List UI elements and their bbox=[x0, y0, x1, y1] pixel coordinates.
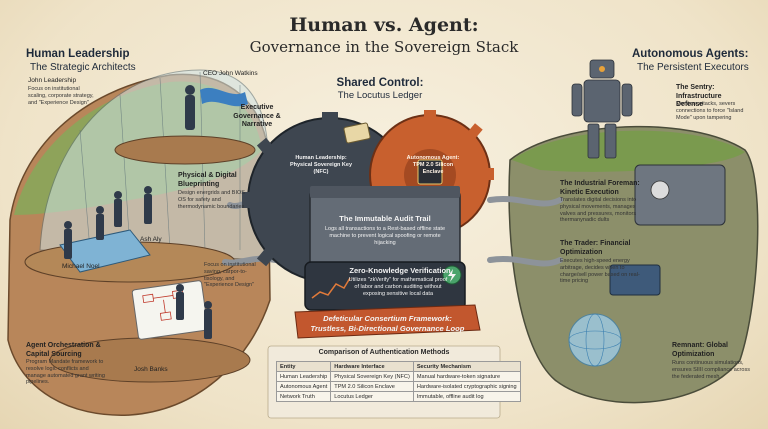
narrative-ribbon bbox=[200, 87, 248, 107]
shared-control-subheading: The Locutus Ledger bbox=[337, 90, 423, 101]
trader-title: The Trader: Financial Optimization bbox=[560, 240, 631, 256]
agent-key-label: Autonomous Agent: TPM 2.0 Silicon Enclav… bbox=[406, 155, 460, 175]
table-cell: Physical Sovereign Key (NFC) bbox=[330, 371, 414, 382]
people bbox=[64, 85, 212, 339]
ash-aly-label: Ash Aly bbox=[140, 236, 162, 243]
executive-governance-label: Executive Governance & Narrative bbox=[233, 104, 281, 128]
banner-line-2: Trustless, Bi-Directional Governance Loo… bbox=[310, 324, 465, 333]
trader-desc: Executes high-speed energy arbitrage, de… bbox=[560, 258, 640, 285]
ceo-label: CEO John Watkins bbox=[203, 70, 258, 77]
platform-top bbox=[114, 135, 256, 165]
autonomous-agents-subheading: The Persistent Executors bbox=[637, 62, 749, 73]
remnant-desc: Runs continuous simulations, ensures SII… bbox=[672, 360, 750, 380]
table-header: Entity bbox=[275, 361, 332, 372]
table-header-row: Entity Hardware Interface Security Mecha… bbox=[275, 361, 521, 372]
table-header: Hardware Interface bbox=[330, 361, 414, 372]
table-caption: Comparison of Authentication Methods bbox=[318, 349, 450, 356]
sentry-title: The Sentry: Infrastructure Defense bbox=[676, 84, 722, 108]
diagram-board bbox=[131, 280, 209, 340]
table-row: Autonomous Agent TPM 2.0 Silicon Enclave… bbox=[275, 381, 521, 392]
robot bbox=[571, 59, 633, 159]
table-cell: Autonomous Agent bbox=[275, 381, 332, 392]
main-subtitle: Governance in the Sovereign Stack bbox=[249, 38, 519, 56]
focus-desc: Focus on institutional saving, carpor-to… bbox=[204, 262, 256, 289]
human-key-label: Human Leadership: Physical Sovereign Key… bbox=[289, 155, 353, 175]
holo-table bbox=[59, 229, 151, 273]
foreman-desc: Translates digital decisions into physic… bbox=[560, 197, 637, 224]
right-island-top bbox=[512, 130, 745, 172]
blueprint-desc: Design energrids and BIOS OS for safety … bbox=[178, 190, 245, 210]
foreman-title: The Industrial Foreman: Kinetic Executio… bbox=[560, 180, 640, 196]
josh-banks-label: Josh Banks bbox=[134, 366, 168, 373]
human-leadership-heading: Human Leadership bbox=[26, 48, 130, 60]
audit-trail-title: The Immutable Audit Trail bbox=[339, 214, 431, 223]
gear-right-teeth bbox=[424, 110, 494, 180]
banner-line-1: Defeticular Consertium Framework: bbox=[323, 314, 452, 323]
table-header: Security Mechanism bbox=[412, 361, 521, 372]
holo-globe bbox=[568, 313, 622, 367]
table-cell: TPM 2.0 Silicon Enclave bbox=[330, 381, 414, 392]
industrial-machine bbox=[634, 164, 726, 226]
framework-banner bbox=[294, 304, 481, 339]
table-cell: Manual hardware-token signature bbox=[412, 371, 521, 382]
remnant-title: Remnant: Global Optimization bbox=[672, 342, 729, 358]
table-cell: Network Truth bbox=[275, 391, 332, 402]
orchestration-desc: Program Mandate framework to resolve log… bbox=[26, 359, 105, 386]
table-row: Human Leadership Physical Sovereign Key … bbox=[275, 371, 521, 382]
shared-control-heading: Shared Control: bbox=[336, 77, 424, 89]
michael-noel-label: Michael Noel bbox=[62, 263, 100, 270]
board-sketch bbox=[142, 289, 184, 321]
human-leadership-subheading: The Strategic Architects bbox=[30, 62, 136, 73]
john-leadership-name: John Leadership bbox=[28, 77, 77, 84]
main-title: Human vs. Agent: bbox=[289, 14, 479, 36]
tpm-chip bbox=[417, 159, 443, 185]
john-leadership-desc: Focus on institutional scaling, corporat… bbox=[28, 86, 94, 106]
zk-chart-line bbox=[311, 277, 351, 299]
table-cell: Immutable, offline audit log bbox=[412, 391, 521, 402]
server-chip bbox=[609, 264, 661, 296]
sentry-desc: Monitors ettacks, severs connections to … bbox=[676, 101, 744, 121]
orchestration-label: Agent Orchestration & Capital Sourcing bbox=[26, 342, 101, 358]
blueprint-label: Physical & Digital Blueprinting bbox=[178, 172, 237, 188]
autonomous-agents-heading: Autonomous Agents: bbox=[632, 48, 749, 60]
zk-desc: Utilizes "zkVerify" for mathematical pro… bbox=[348, 277, 448, 297]
zk-title: Zero-Knowledge Verification bbox=[349, 266, 451, 275]
machine-gauge bbox=[650, 180, 670, 200]
audit-trail-desc: Logs all transactions to a Rest-based of… bbox=[324, 226, 446, 246]
table-row: Network Truth Locutus Ledger Immutable, … bbox=[275, 391, 521, 402]
robot-eye bbox=[599, 66, 605, 72]
nfc-card bbox=[343, 122, 371, 144]
table-cell: Human Leadership bbox=[275, 371, 332, 382]
table-cell: Locutus Ledger bbox=[330, 391, 414, 402]
auth-comparison-table: Entity Hardware Interface Security Mecha… bbox=[275, 361, 521, 402]
table-cell: Hardware-isolated cryptographic signing bbox=[412, 381, 521, 392]
